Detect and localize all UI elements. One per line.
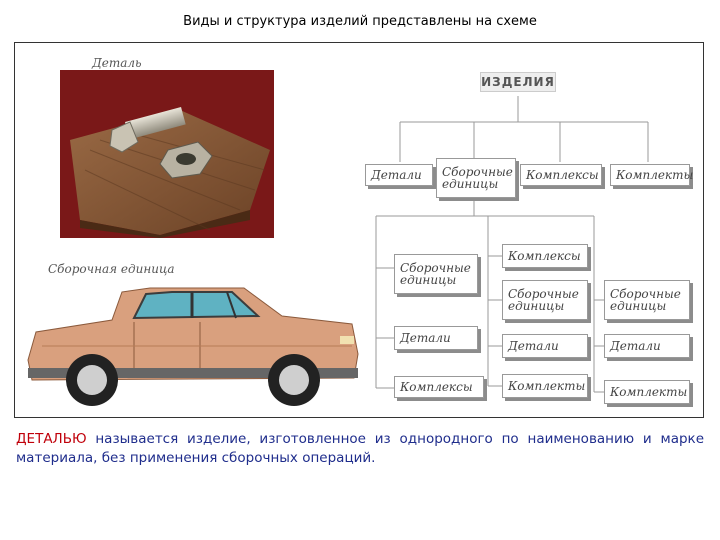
asm-child-parts: Детали — [394, 326, 478, 350]
definition-text: ДЕТАЛЬЮ называется изделие, изготовленно… — [16, 430, 704, 468]
diagram-root: ИЗДЕЛИЯ — [480, 72, 556, 92]
definition-term: ДЕТАЛЬЮ — [16, 431, 87, 447]
page-title: Виды и структура изделий представлены на… — [183, 14, 537, 29]
asm-child-assembly-units: Сборочные единицы — [394, 254, 478, 294]
car-picture — [27, 287, 359, 406]
bolt-nut-picture — [60, 70, 274, 238]
kit-child-assembly-units: Сборочные единицы — [604, 280, 690, 320]
definition-verb: называется — [86, 431, 179, 447]
cplx-child-assembly-units: Сборочные единицы — [502, 280, 588, 320]
definition-body: изделие, изготовленное из однородного по… — [16, 431, 704, 466]
cplx-child-kits: Комплекты — [502, 374, 588, 398]
node-assembly-units: Сборочные единицы — [436, 158, 516, 198]
kit-child-parts: Детали — [604, 334, 690, 358]
cplx-child-complexes: Комплексы — [502, 244, 588, 268]
node-parts: Детали — [365, 164, 433, 186]
part-image — [60, 70, 274, 238]
kit-child-kits: Комплекты — [604, 380, 690, 404]
part-image-label: Деталь — [92, 56, 142, 70]
assembly-image-label: Сборочная единица — [48, 262, 175, 276]
node-complexes: Комплексы — [520, 164, 602, 186]
cplx-child-parts: Детали — [502, 334, 588, 358]
node-kits: Комплекты — [610, 164, 693, 186]
asm-child-complexes: Комплексы — [394, 376, 484, 398]
